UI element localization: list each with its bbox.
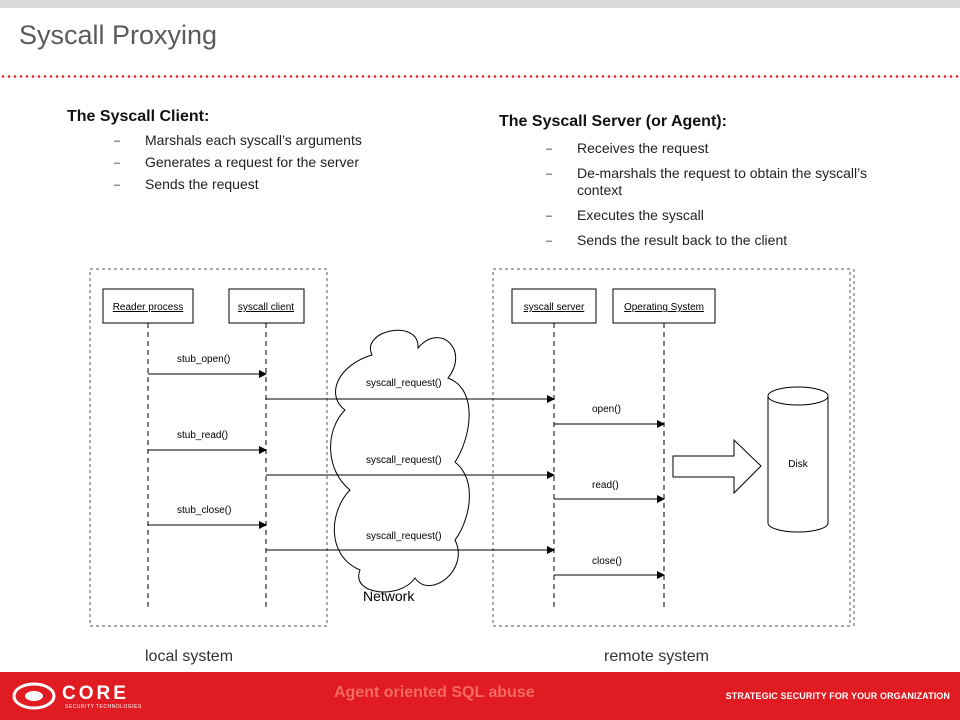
client-heading: The Syscall Client:: [67, 108, 210, 125]
list-item: Sends the result back to the client: [546, 232, 876, 250]
syscall-client-box: [228, 288, 305, 324]
remote-system-label: remote system: [604, 648, 709, 665]
request-label-2: syscall_request(): [366, 455, 442, 466]
client-bullet-list: Marshals each syscall’s arguments Genera…: [114, 132, 434, 198]
local-system-label: local system: [145, 648, 233, 665]
request-label-1: syscall_request(): [366, 378, 442, 389]
network-label: Network: [363, 588, 415, 604]
syscall-server-box: [511, 288, 597, 324]
logo-center-icon: [25, 691, 43, 701]
syscall-proxy-diagram: Reader process syscall client syscall se…: [89, 268, 855, 665]
core-logo: CORE SECURITY TECHNOLOGIES: [12, 682, 142, 710]
syscall-server-label: syscall server: [524, 302, 585, 313]
stub-open-label: stub_open(): [177, 354, 230, 365]
logo-subtext: SECURITY TECHNOLOGIES: [65, 704, 142, 710]
logo-oval-icon: [12, 682, 56, 710]
logo-text: CORE: [62, 683, 129, 704]
disk-label: Disk: [788, 459, 808, 470]
footer-bar: CORE SECURITY TECHNOLOGIES Agent oriente…: [0, 672, 960, 720]
reader-process-box: [102, 288, 194, 324]
top-bar: [0, 0, 960, 8]
footer-tagline: STRATEGIC SECURITY FOR YOUR ORGANIZATION: [725, 691, 950, 701]
list-item: Generates a request for the server: [114, 154, 434, 172]
disk-cylinder-body: [767, 396, 829, 533]
reader-process-label: Reader process: [113, 302, 184, 313]
footer-center-text: Agent oriented SQL abuse: [334, 684, 535, 701]
list-item: Sends the request: [114, 176, 434, 194]
list-item: De-marshals the request to obtain the sy…: [546, 165, 876, 199]
local-system-boundary: [89, 268, 328, 627]
server-bullet-list: Receives the request De-marshals the req…: [546, 140, 876, 257]
slide-title: Syscall Proxying: [19, 20, 218, 50]
open-call-label: open(): [592, 404, 621, 415]
dotted-divider: [0, 75, 960, 78]
server-heading: The Syscall Server (or Agent):: [499, 113, 727, 130]
remote-system-boundary: [492, 268, 851, 627]
operating-system-label: Operating System: [624, 302, 704, 313]
list-item: Executes the syscall: [546, 207, 876, 225]
disk-cylinder-top: [767, 386, 829, 406]
read-call-label: read(): [592, 480, 619, 491]
disk-arrow: [672, 438, 762, 495]
operating-system-box: [612, 288, 716, 324]
list-item: Receives the request: [546, 140, 876, 158]
stub-read-label: stub_read(): [177, 430, 228, 441]
close-call-label: close(): [592, 556, 622, 567]
stub-close-label: stub_close(): [177, 505, 231, 516]
request-label-3: syscall_request(): [366, 531, 442, 542]
network-cloud: [330, 329, 470, 593]
list-item: Marshals each syscall’s arguments: [114, 132, 434, 150]
syscall-client-label: syscall client: [238, 302, 294, 313]
